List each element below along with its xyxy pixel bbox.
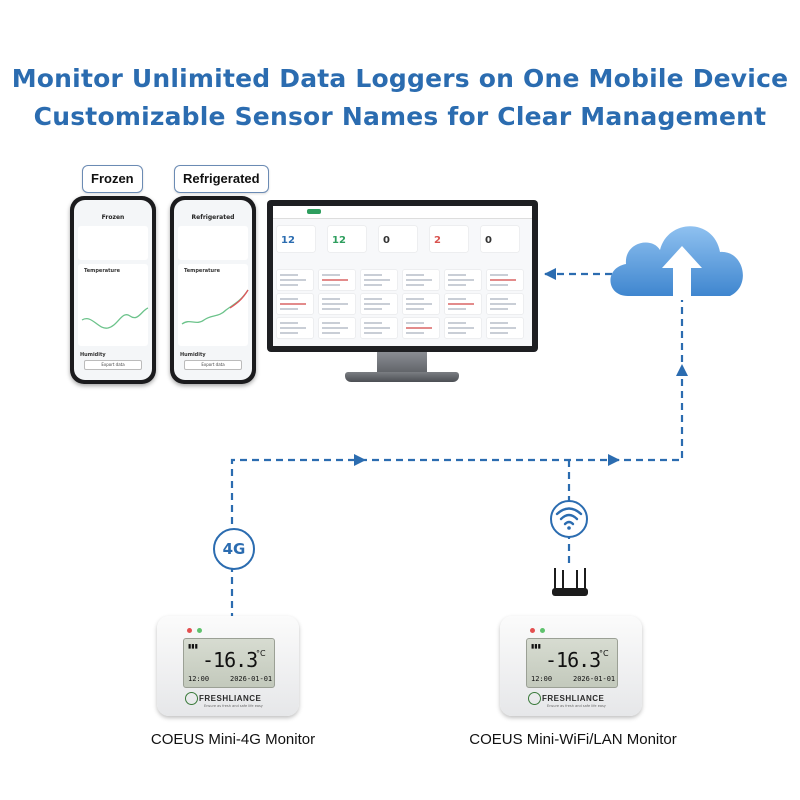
phone-tag-refrigerated: Refrigerated [174,165,269,193]
lcd-date: 2026-01-01 [573,675,616,683]
temperature-curve [181,289,249,325]
kpi-value: 12 [281,235,295,246]
device-card[interactable] [445,294,481,314]
path-4g-to-cloud [230,300,684,620]
phone-temperature-label: Temperature [84,268,120,274]
kpi-card: 0 [481,226,519,252]
wifi-icon [550,500,588,538]
brand-name: FRESHLIANCE [542,694,605,703]
device-card[interactable] [445,270,481,290]
phone-temperature-card: Temperature [178,264,249,346]
kpi-card: 0 [379,226,417,252]
monitor-stand-base [345,372,459,382]
phone-humidity-label: Humidity [80,352,106,358]
phone-frozen: Frozen Temperature Humidity Export data [70,196,156,384]
phone-summary-card [178,226,248,260]
device-card[interactable] [277,270,313,290]
lcd-temperature: -16.3 [545,648,601,672]
device-card[interactable] [319,318,355,338]
dashboard-screen: 12 12 0 2 0 [273,206,532,346]
cloud-upload-icon [610,226,743,296]
phone-tag-frozen: Frozen [82,165,143,193]
phone-humidity-label: Humidity [180,352,206,358]
device-card[interactable] [319,294,355,314]
brand-logo-icon [528,692,541,705]
lcd-unit: °C [599,649,609,658]
phone-refrigerated: Refrigerated Temperature Humidity Export… [170,196,256,384]
brand-slogan: Ensure as fresh and safe life easy [204,704,263,708]
signal-icon: ▮▮▮ [188,643,198,650]
status-led-red [187,628,192,633]
monitor-stand-neck [377,352,427,374]
lcd-temperature: -16.3 [202,648,258,672]
export-data-button[interactable]: Export data [184,360,242,370]
desktop-monitor: 12 12 0 2 0 [267,200,538,352]
lcd-display: ▮▮▮ -16.3 °C 12:00 2026-01-01 [183,638,275,688]
device-4g-monitor: ▮▮▮ -16.3 °C 12:00 2026-01-01 FRESHLIANC… [157,616,299,716]
device-card[interactable] [277,294,313,314]
status-led-red [530,628,535,633]
kpi-card: 12 [328,226,366,252]
status-led-green [197,628,202,633]
lcd-unit: °C [256,649,266,658]
phone-temperature-card: Temperature [78,264,149,346]
arrow-right-icon [354,454,366,466]
device-card[interactable] [361,270,397,290]
lcd-time: 12:00 [531,675,553,683]
arrow-up-icon [676,364,688,376]
device-card[interactable] [445,318,481,338]
device-card[interactable] [319,270,355,290]
device-wifi-lan-monitor: ▮▮▮ -16.3 °C 12:00 2026-01-01 FRESHLIANC… [500,616,642,716]
router-icon [552,568,588,596]
kpi-value: 2 [434,235,441,246]
lcd-time: 12:00 [188,675,210,683]
kpi-card: 2 [430,226,468,252]
device-card[interactable] [403,294,439,314]
caption-4g-monitor: COEUS Mini-4G Monitor [150,731,316,748]
status-led-green [540,628,545,633]
dashboard-top-bar [273,206,532,219]
device-card[interactable] [361,318,397,338]
kpi-value: 0 [485,235,492,246]
headline-line-1: Monitor Unlimited Data Loggers on One Mo… [11,64,789,93]
signal-icon: ▮▮▮ [531,643,541,650]
temperature-curve [81,307,149,329]
device-card[interactable] [361,294,397,314]
lcd-display: ▮▮▮ -16.3 °C 12:00 2026-01-01 [526,638,618,688]
device-card[interactable] [403,270,439,290]
kpi-value: 12 [332,235,346,246]
arrow-left-icon [544,268,556,280]
phone-temperature-label: Temperature [184,268,220,274]
device-card[interactable] [487,294,523,314]
device-card[interactable] [277,318,313,338]
brand-name: FRESHLIANCE [199,694,262,703]
device-card[interactable] [487,270,523,290]
lcd-date: 2026-01-01 [230,675,273,683]
phone-summary-card [78,226,148,260]
phone-screen-title: Frozen [101,214,125,221]
brand-logo-icon [185,692,198,705]
kpi-value: 0 [383,235,390,246]
brand-slogan: Ensure as fresh and safe life easy [547,704,606,708]
device-card[interactable] [487,318,523,338]
device-card[interactable] [403,318,439,338]
phone-screen-title: Refrigerated [191,214,235,221]
caption-wifi-lan-monitor: COEUS Mini-WiFi/LAN Monitor [469,731,677,748]
arrow-right-icon [608,454,620,466]
dashboard-nav-active-tab[interactable] [307,209,321,214]
export-data-button[interactable]: Export data [84,360,142,370]
cellular-4g-badge: 4G [213,528,255,570]
headline-line-2: Customizable Sensor Names for Clear Mana… [33,102,767,131]
kpi-card: 12 [277,226,315,252]
